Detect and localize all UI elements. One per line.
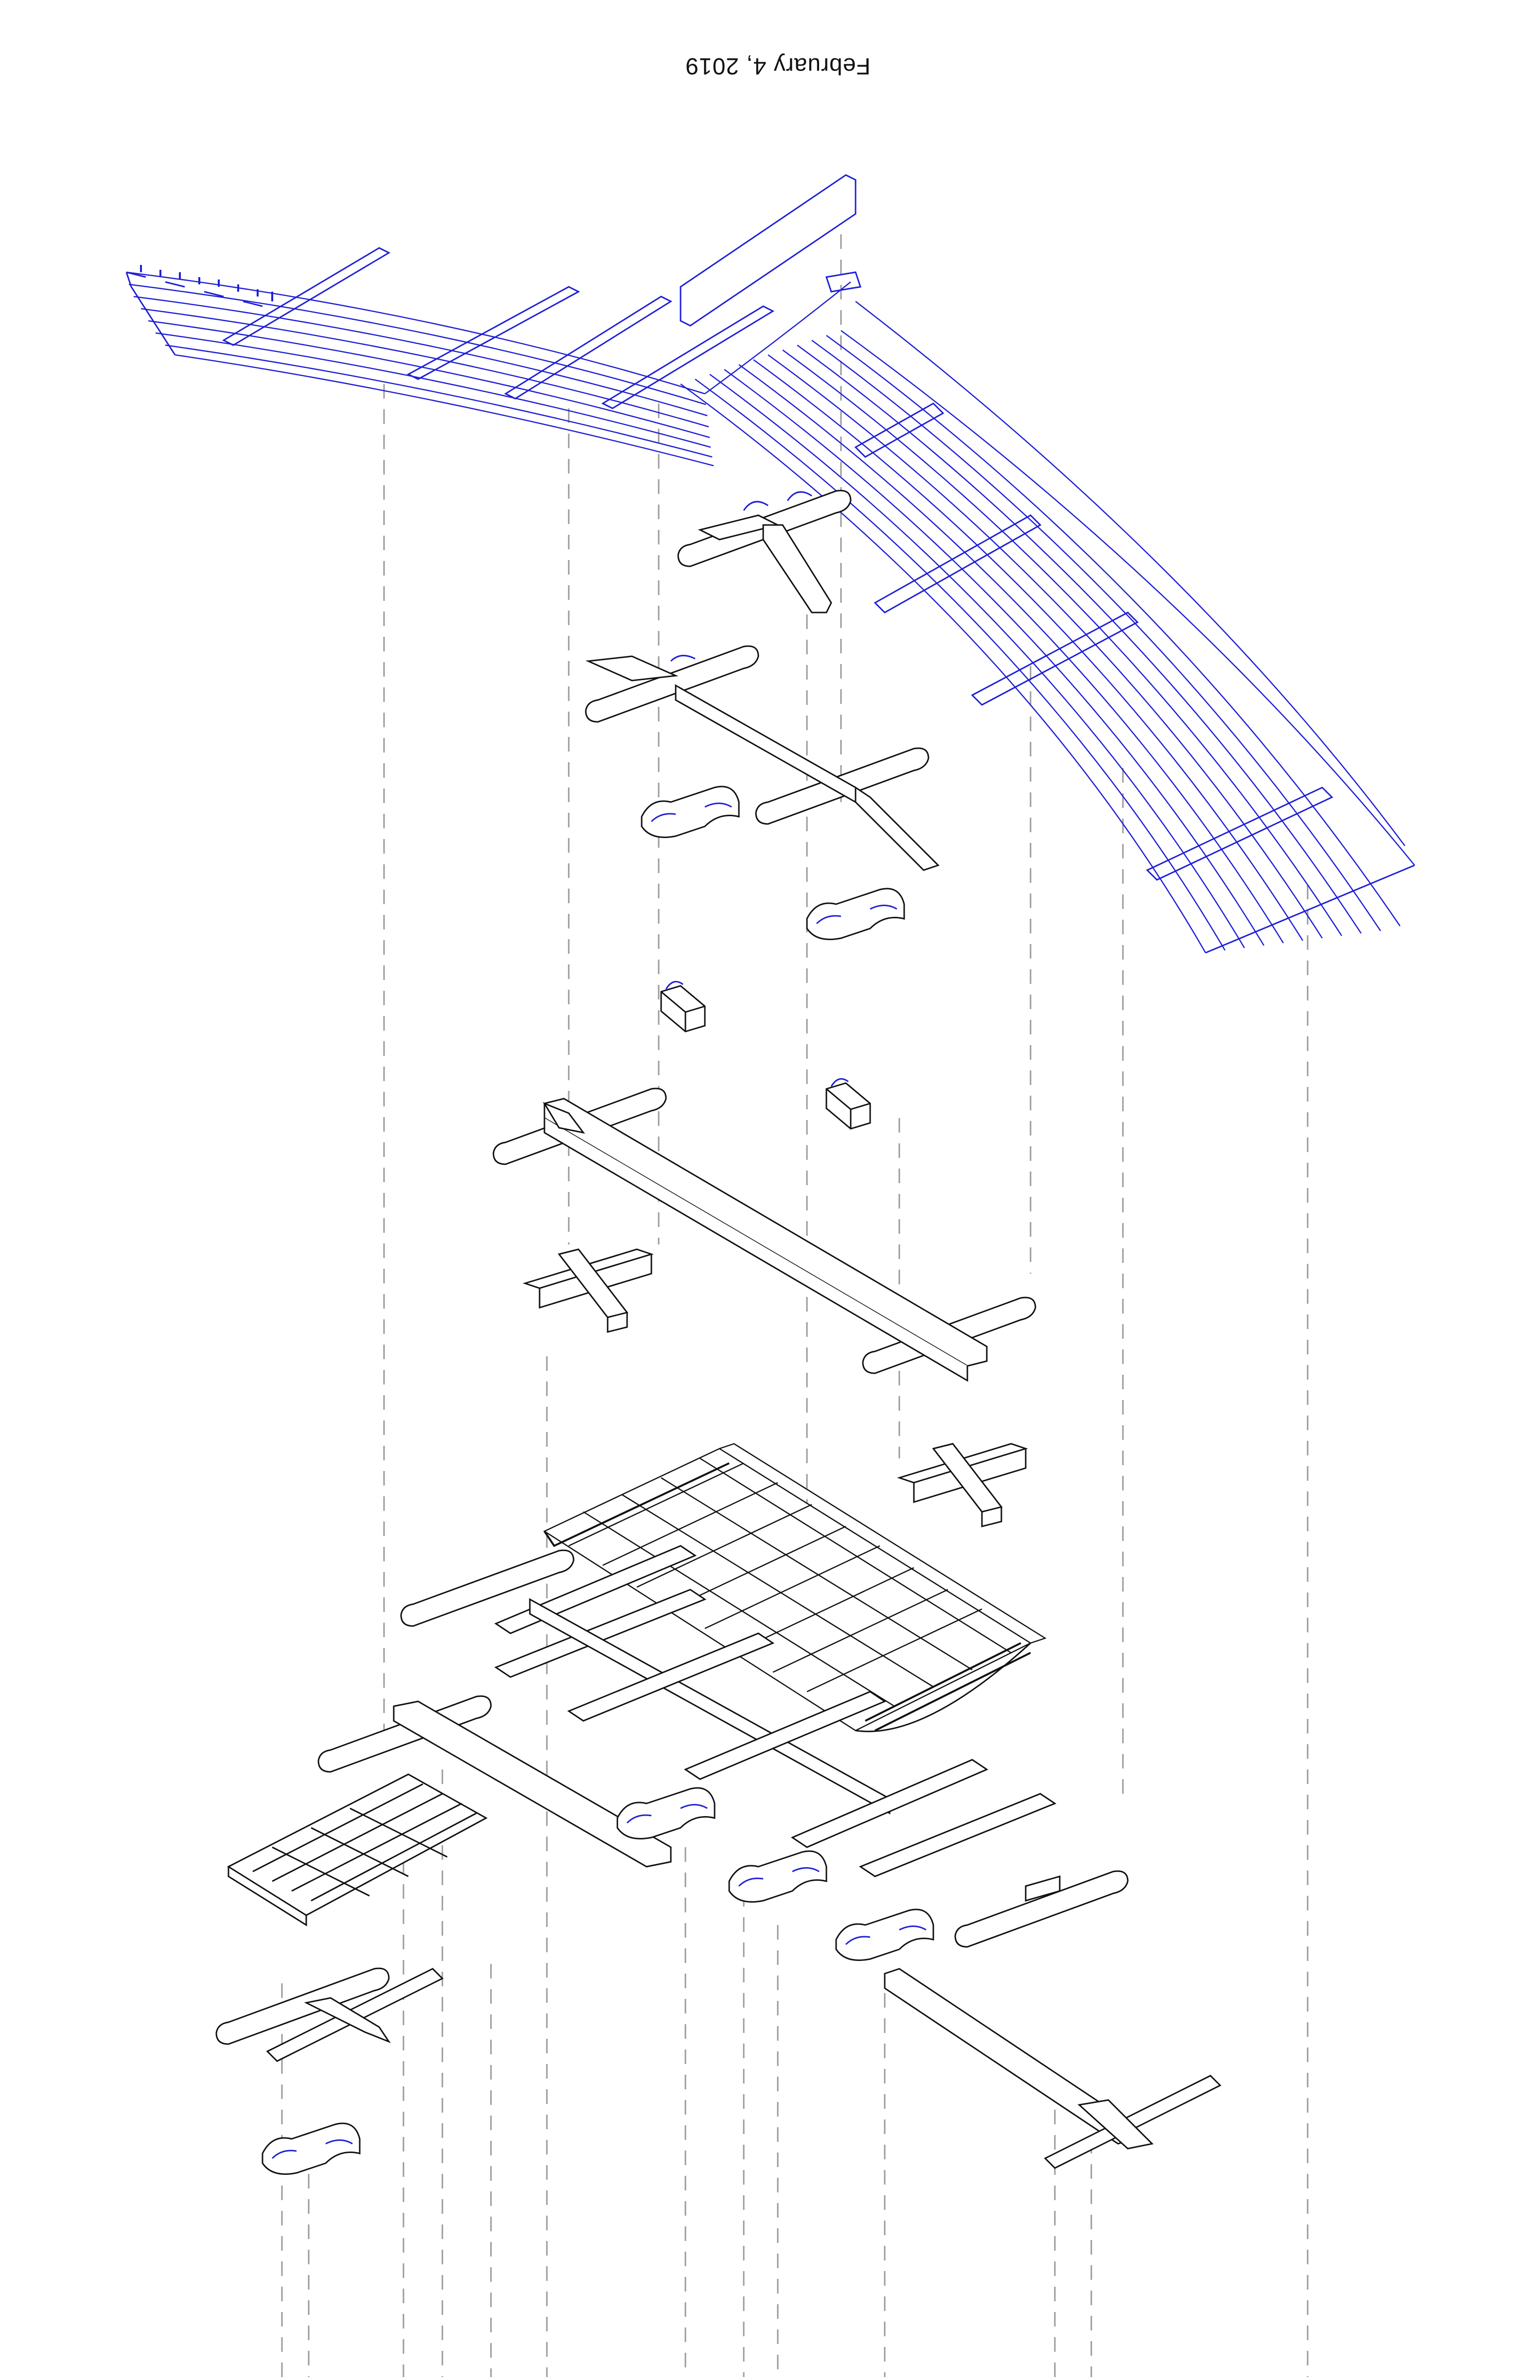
upper-bracket-2 [585,645,940,871]
cross-joint-right [898,1443,1027,1527]
small-block-2 [825,1078,871,1130]
cloud-bracket-lower-1 [616,1787,716,1839]
roof-right-arm [680,301,1415,954]
cloud-bracket-lower-2 [728,1850,827,1903]
upper-bracket-1 [677,490,852,613]
lattice-roof [543,1443,1047,1732]
cross-joint-upper [524,1248,652,1333]
small-block-1 [660,980,706,1032]
grid-panel [227,1773,488,1926]
bottom-left-cloud [262,2122,361,2175]
roof-left-arm [125,174,861,467]
cloud-bracket-left [641,786,740,838]
bottom-right-beam [884,1968,1222,2169]
bottom-left-bracket [215,1967,444,2062]
cloud-bracket-lower-3 [835,1908,934,1961]
cloud-bracket-right [806,888,905,940]
guide-lines [281,209,1309,2377]
lower-platform [317,1545,1129,1948]
middle-beam [492,1087,1036,1382]
